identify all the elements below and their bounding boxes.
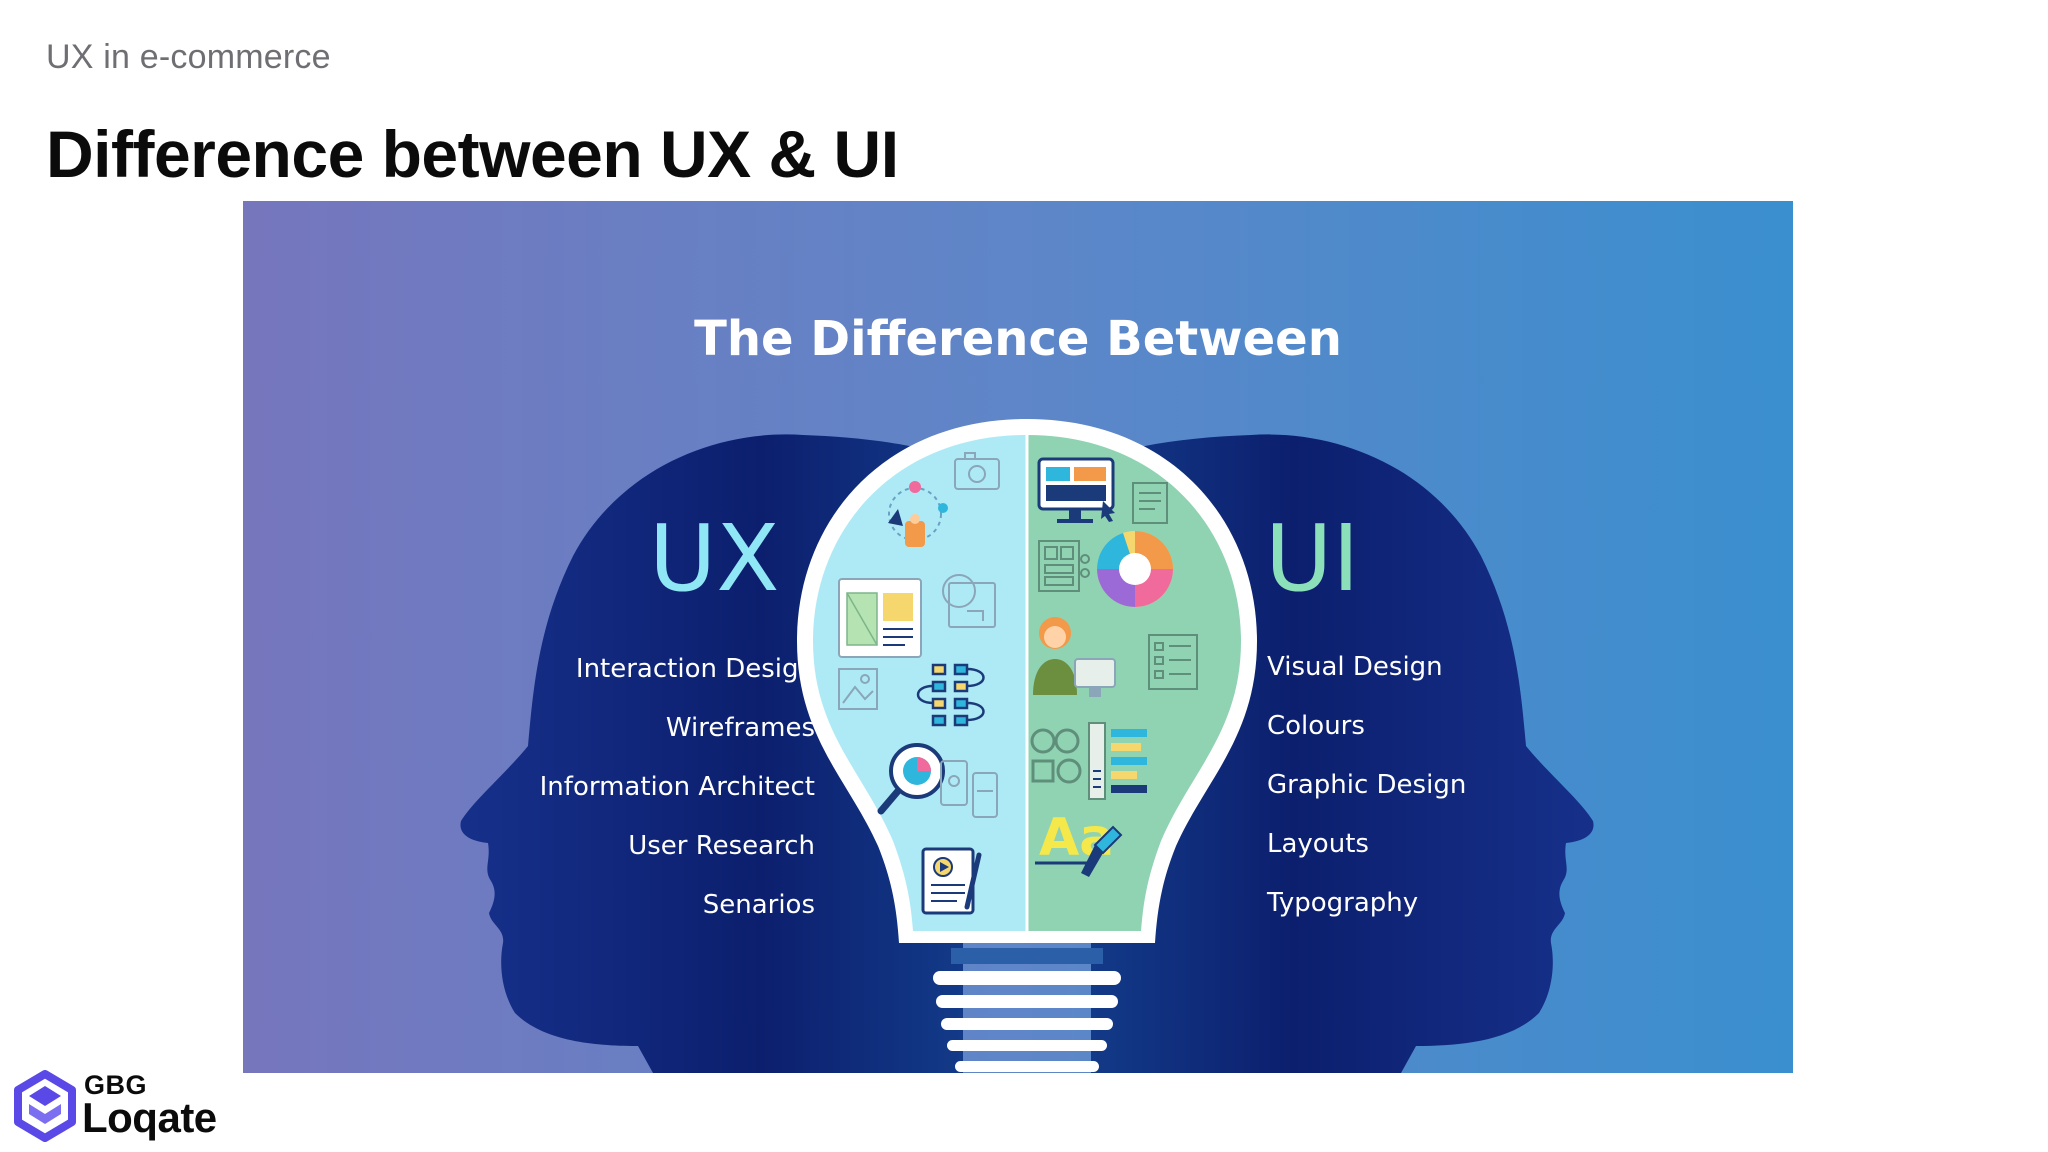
ui-topic-item: Graphic Design: [1267, 770, 1467, 800]
color-wheel-icon: [1097, 531, 1173, 607]
ux-topic-item: Interaction Design: [575, 654, 815, 684]
document-icon: [1132, 482, 1168, 524]
ui-topic-item: Layouts: [1267, 829, 1369, 859]
infographic-title: The Difference Between: [694, 311, 1342, 367]
grid-layout-icon: [1038, 540, 1090, 592]
mobile-wireframe-icon: [940, 760, 998, 818]
ui-topic-item: Visual Design: [1267, 652, 1443, 682]
designer-avatar-icon: [1033, 617, 1116, 697]
ui-topics-list: Visual Design Colours Graphic Design Lay…: [1267, 638, 1466, 933]
magnifier-research-icon: [877, 743, 945, 815]
monitor-layout-icon: [1037, 457, 1115, 523]
wireframe-icon: [838, 578, 922, 658]
typography-icon: Aa: [1035, 808, 1123, 877]
logo-product-text: Loqate: [82, 1094, 217, 1141]
slide-title: Difference between UX & UI: [46, 117, 899, 191]
ui-label: UI: [1265, 505, 1360, 612]
color-swatches-icon: [1088, 722, 1147, 800]
flowchart-icon: [916, 663, 985, 727]
ux-label: UX: [649, 505, 780, 612]
ui-topic-item: Colours: [1267, 711, 1365, 741]
ux-topics-list: Interaction Design Wireframes Informatio…: [540, 640, 815, 935]
shapes-icon: [1030, 728, 1082, 784]
circle-frame-icon: [942, 574, 996, 628]
bulb-base: [933, 971, 1121, 1072]
list-layout-icon: [1148, 634, 1198, 690]
loqate-logo-icon: [14, 1070, 76, 1142]
slide-subtitle: UX in e-commerce: [46, 38, 331, 76]
ux-topic-item: Senarios: [702, 890, 815, 920]
gbg-loqate-logo: GBG Loqate: [14, 1070, 244, 1142]
ux-topic-item: Wireframes: [665, 713, 815, 743]
ux-ui-infographic: Aa The Difference Between UX UI Interact…: [243, 201, 1793, 1073]
logo-company-text: GBG: [84, 1070, 148, 1100]
ui-topic-item: Typography: [1267, 888, 1419, 918]
ux-topic-item: Information Architect: [539, 772, 815, 802]
infographic-artwork: Aa: [243, 201, 1793, 1073]
ux-topic-item: User Research: [628, 831, 815, 861]
image-placeholder-icon: [838, 668, 878, 710]
video-document-icon: [921, 847, 982, 915]
touch-interaction-icon: [888, 481, 948, 547]
camera-sketch-icon: [954, 452, 1000, 490]
